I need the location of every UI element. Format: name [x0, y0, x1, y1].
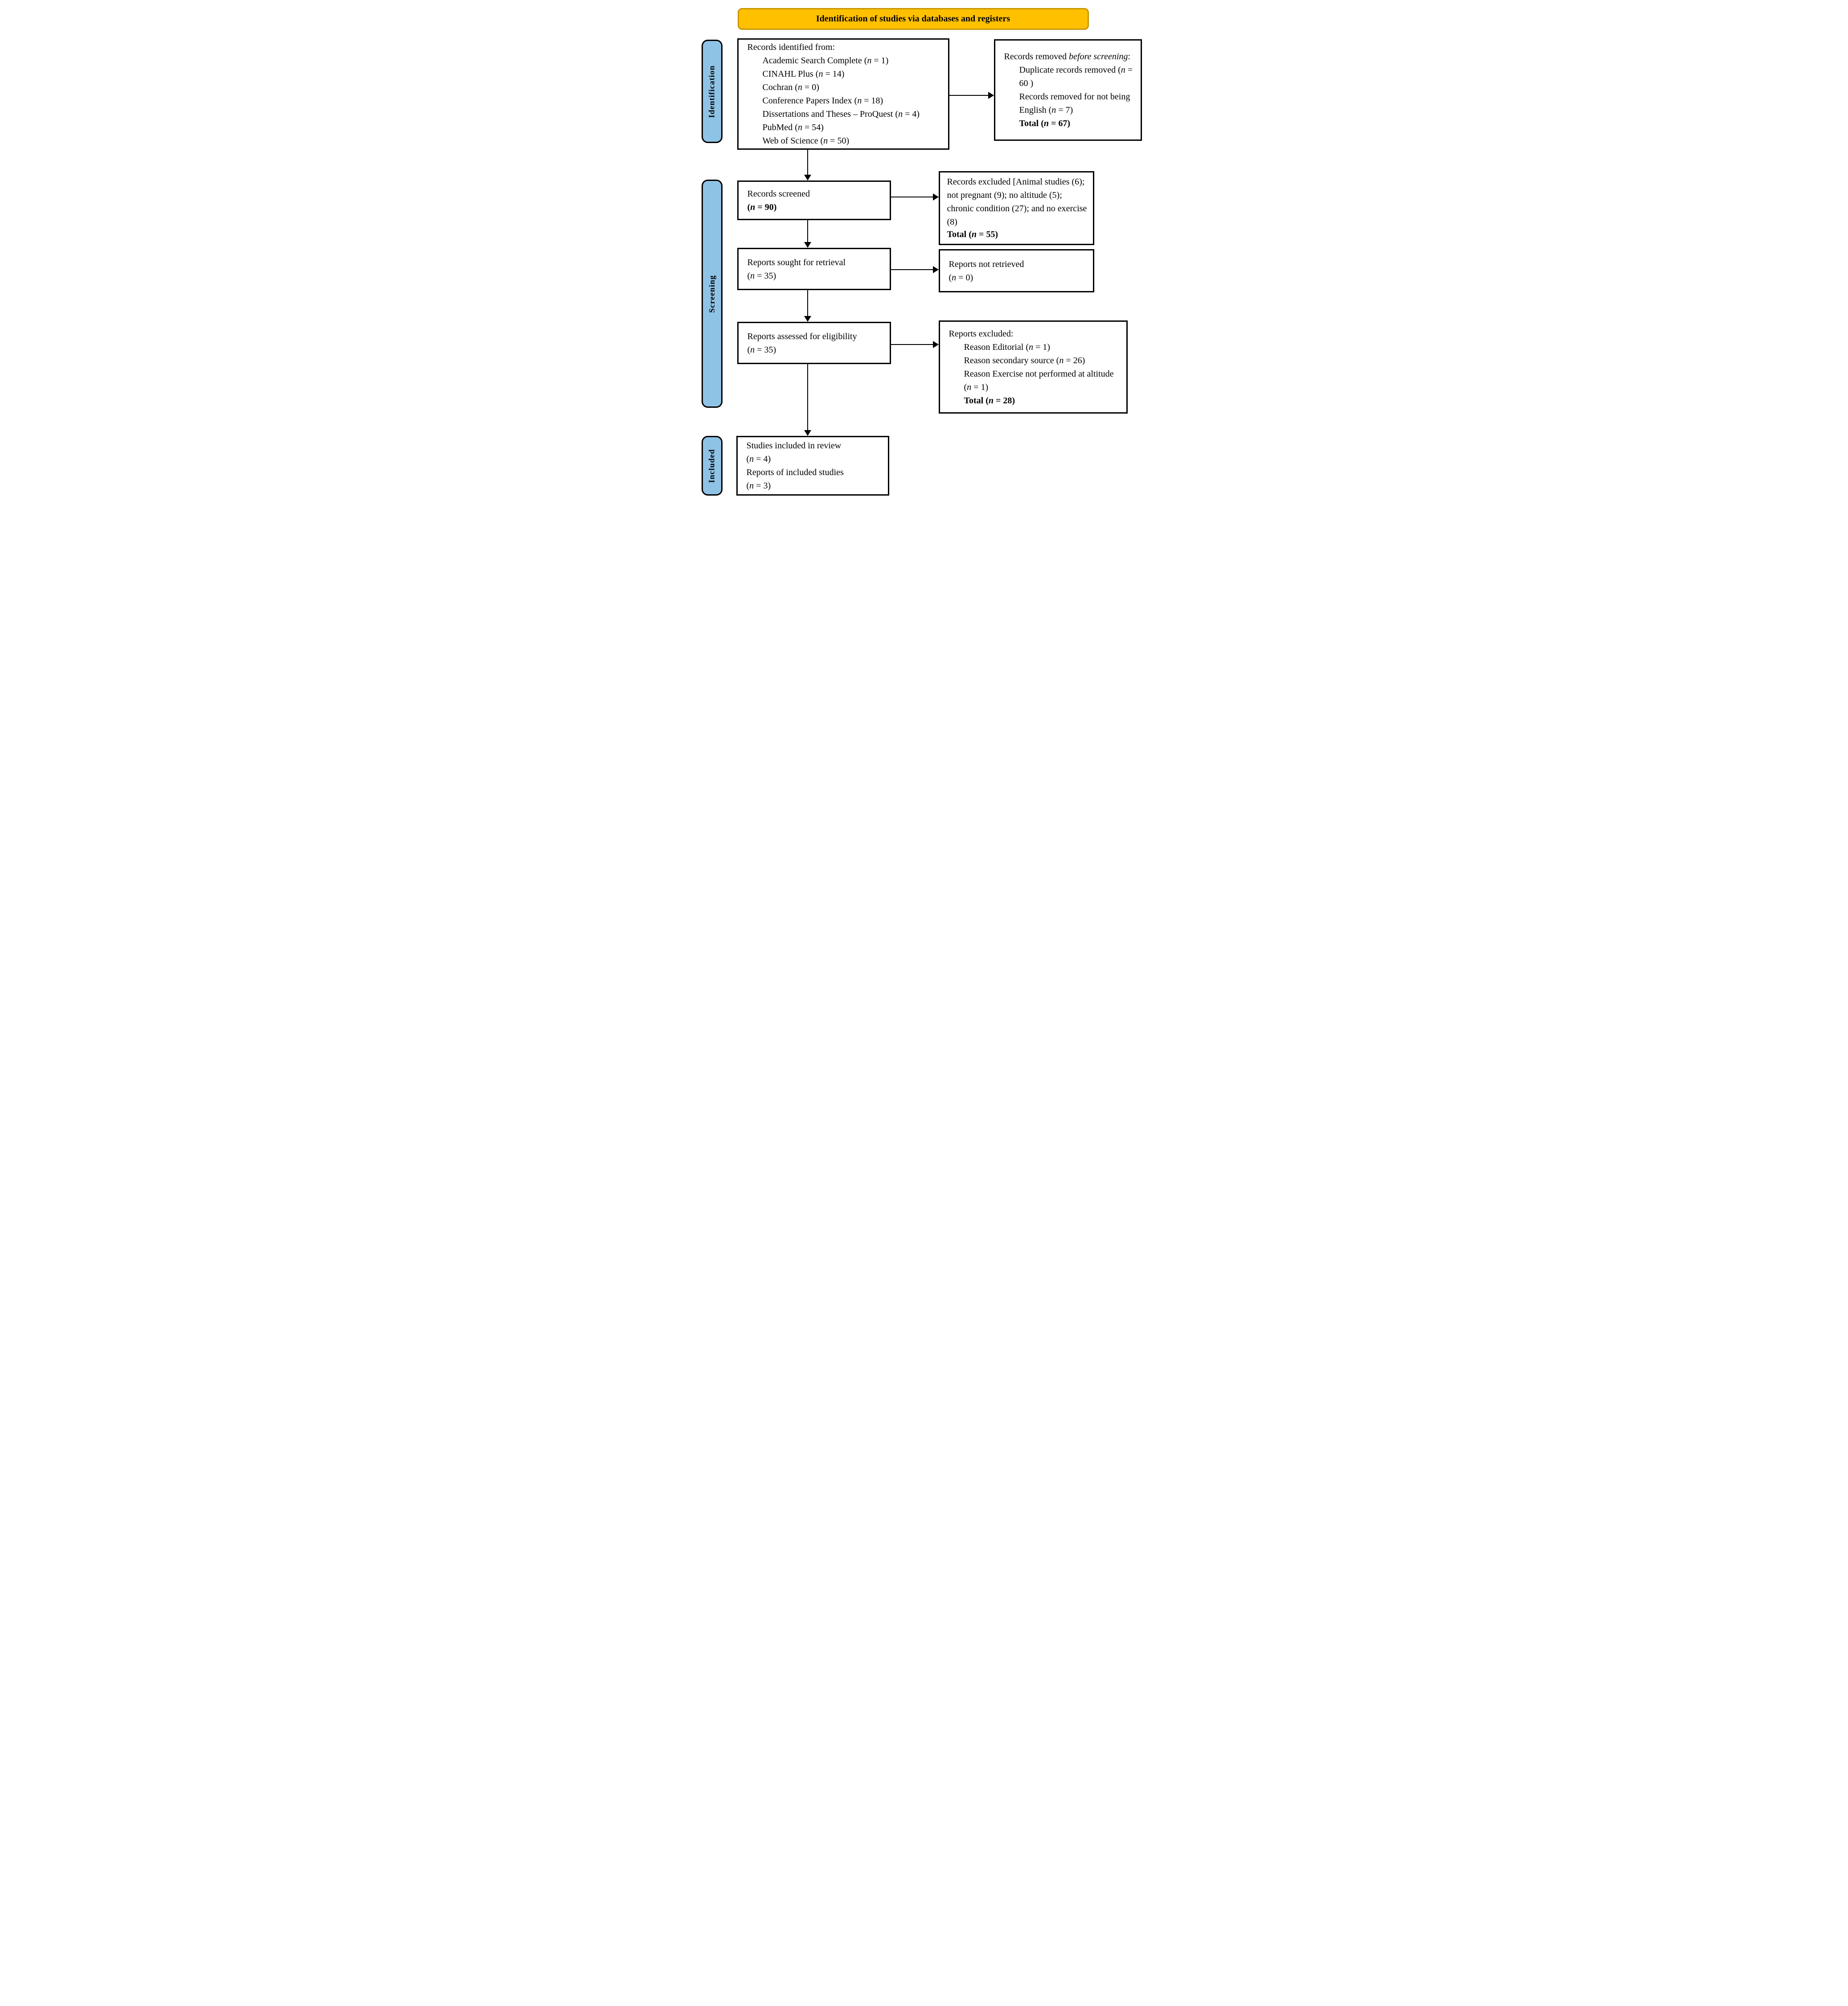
source-item: Web of Science (n = 50): [762, 136, 850, 146]
box-records-excluded-text: Records excluded [Animal studies (6); no…: [947, 177, 1087, 227]
arrow-head-icon: [804, 175, 811, 180]
box-reports-sought: Reports sought for retrieval (n = 35): [737, 248, 891, 290]
arrow-assessed-to-excluded: [891, 341, 939, 348]
arrow-sought-to-assessed: [804, 290, 811, 322]
box-records-removed: Records removed before screening: Duplic…: [994, 39, 1142, 141]
source-item: Dissertations and Theses – ProQuest (n =…: [762, 109, 920, 119]
box-reports-assessed-line: Reports assessed for eligibility: [747, 331, 857, 341]
box-studies-included-line: Reports of included studies: [746, 468, 844, 477]
box-reports-sought-count: (n = 35): [747, 271, 776, 281]
stage-label-included-text: Included: [707, 448, 716, 483]
box-reports-not-retrieved: Reports not retrieved (n = 0): [938, 249, 1094, 292]
box-studies-included-line: Studies included in review: [746, 441, 842, 451]
box-records-removed-header: Records removed before screening:: [1004, 52, 1130, 62]
arrow-head-icon: [932, 341, 939, 348]
source-item: Academic Search Complete (n = 1): [762, 56, 889, 66]
arrow-shaft: [807, 364, 808, 431]
source-item: Cochran (n = 0): [762, 82, 819, 92]
arrow-shaft: [807, 150, 808, 176]
box-records-screened: Records screened (n = 90): [737, 180, 891, 220]
source-item: Conference Papers Index (n = 18): [762, 96, 883, 106]
source-item: PubMed (n = 54): [762, 123, 824, 132]
box-records-identified: Records identified from: Academic Search…: [737, 38, 949, 150]
box-reports-not-retrieved-line: Reports not retrieved: [949, 259, 1024, 269]
stage-label-screening-text: Screening: [707, 275, 716, 313]
excluded-reason: Reason secondary source (n = 26): [964, 355, 1085, 365]
box-reports-sought-line: Reports sought for retrieval: [747, 257, 846, 267]
box-studies-included-count: (n = 4): [746, 454, 771, 464]
box-records-identified-header: Records identified from:: [747, 42, 835, 52]
arrow-shaft: [807, 290, 808, 317]
prisma-flow-diagram: Identification of studies via databases …: [693, 0, 1155, 501]
box-records-screened-count: (n = 90): [747, 202, 777, 212]
stage-label-identification-text: Identification: [707, 65, 716, 118]
source-item: CINAHL Plus (n = 14): [762, 69, 845, 79]
removed-item-total: Total (n = 67): [1019, 119, 1071, 128]
box-studies-included-count: (n = 3): [746, 481, 771, 491]
box-reports-excluded-header: Reports excluded:: [949, 328, 1014, 339]
arrow-head-icon: [932, 266, 939, 273]
banner-title: Identification of studies via databases …: [737, 8, 1089, 30]
box-records-screened-line: Records screened: [747, 189, 810, 199]
stage-label-identification: Identification: [701, 40, 723, 143]
arrow-head-icon: [804, 242, 811, 248]
arrow-shaft: [807, 220, 808, 243]
box-records-excluded: Records excluded [Animal studies (6); no…: [938, 171, 1094, 245]
excluded-reason: Reason Exercise not performed at altitud…: [964, 369, 1114, 392]
box-reports-assessed-count: (n = 35): [747, 345, 776, 355]
banner-title-label: Identification of studies via databases …: [816, 14, 1010, 24]
box-studies-included: Studies included in review (n = 4) Repor…: [736, 436, 889, 496]
arrow-assessed-to-included: [804, 364, 811, 436]
excluded-reason: Reason Editorial (n = 1): [964, 342, 1050, 352]
arrow-identified-to-screened: [804, 150, 811, 180]
arrow-screened-to-sought: [804, 220, 811, 248]
arrow-shaft: [891, 269, 934, 270]
arrow-head-icon: [804, 316, 811, 322]
removed-item: Records removed for not being English (n…: [1019, 92, 1130, 115]
excluded-reason-total: Total (n = 28): [964, 395, 1015, 406]
arrow-head-icon: [988, 92, 994, 99]
box-records-excluded-total: Total (n = 55): [947, 230, 998, 239]
stage-label-included: Included: [701, 436, 723, 496]
arrow-shaft: [891, 344, 934, 345]
arrow-head-icon: [932, 193, 939, 201]
box-reports-excluded: Reports excluded: Reason Editorial (n = …: [938, 320, 1128, 414]
arrow-head-icon: [804, 430, 811, 436]
box-reports-not-retrieved-count: (n = 0): [949, 272, 973, 283]
stage-label-screening: Screening: [701, 180, 723, 408]
arrow-screened-to-excluded: [891, 193, 939, 201]
arrow-sought-to-not-retrieved: [891, 266, 939, 273]
arrow-identified-to-removed: [949, 92, 994, 99]
removed-item: Duplicate records removed (n = 60 ): [1019, 65, 1133, 88]
box-reports-assessed: Reports assessed for eligibility (n = 35…: [737, 322, 891, 364]
arrow-shaft: [949, 95, 989, 96]
